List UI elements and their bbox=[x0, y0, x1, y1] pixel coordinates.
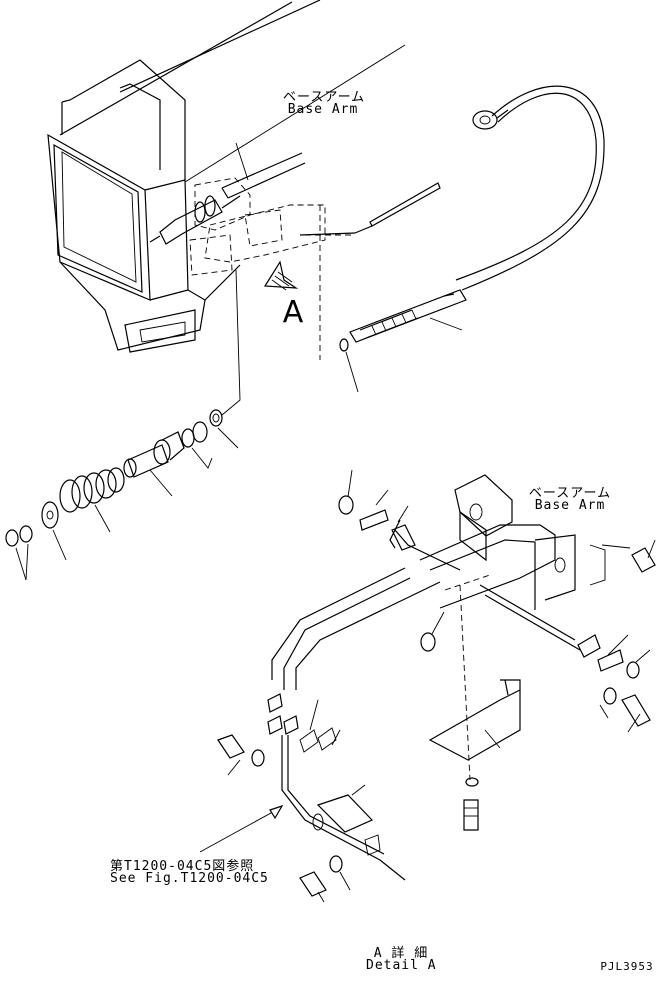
control-rod bbox=[300, 226, 466, 342]
snap-ring bbox=[340, 339, 358, 392]
base-arm-label-en-top: Base Arm bbox=[287, 102, 359, 117]
detail-a-piping bbox=[272, 520, 630, 690]
detail-a-title-en: Detail A bbox=[366, 958, 437, 973]
control-cable bbox=[222, 86, 604, 290]
base-arm-housing bbox=[48, 0, 405, 352]
base-arm-label-jp-right: ベースアーム bbox=[528, 486, 612, 501]
detail-a-title-jp: A 詳 細 bbox=[373, 946, 429, 961]
see-fig-label-jp: 第T1200-04C5図参照 bbox=[110, 859, 255, 874]
detail-a-bracket bbox=[420, 475, 575, 780]
mount-outline-dashed bbox=[190, 178, 355, 360]
grease-fitting bbox=[150, 196, 240, 244]
base-arm-label-en-right: Base Arm bbox=[534, 498, 606, 513]
drawing-code: PJL3953 bbox=[600, 960, 654, 973]
see-fig-leader bbox=[200, 806, 282, 852]
view-marker-a: A bbox=[282, 295, 304, 330]
exploded-parts bbox=[6, 410, 238, 580]
see-fig-label-en: See Fig.T1200-04C5 bbox=[110, 871, 269, 886]
view-arrow-a bbox=[265, 262, 296, 290]
leader-line bbox=[222, 270, 240, 415]
base-arm-label-jp-top: ベースアーム bbox=[283, 90, 366, 105]
detail-a-fittings bbox=[218, 470, 655, 902]
